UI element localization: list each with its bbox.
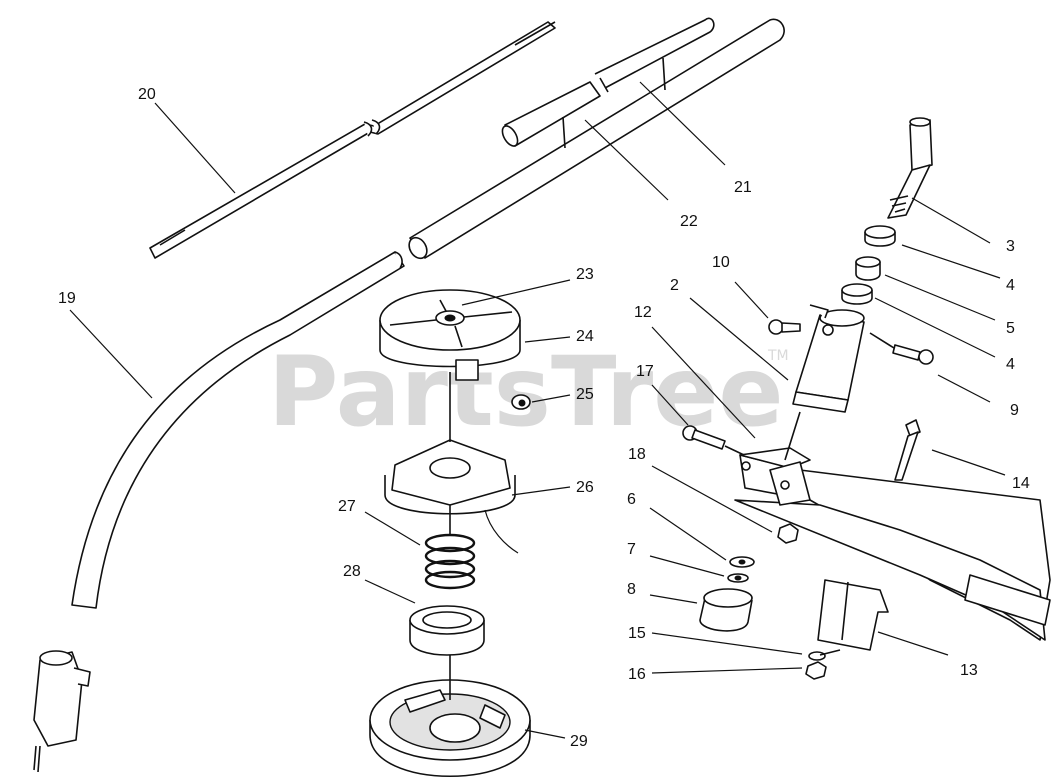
part-21-upper-tube[interactable] (406, 17, 785, 261)
part-17-screw[interactable] (682, 425, 745, 456)
callout-12: 12 (634, 304, 652, 321)
callout-15: 15 (628, 625, 646, 642)
watermark-text: PartsTree (268, 336, 783, 448)
part-22-tube-section[interactable] (499, 57, 666, 149)
part-23-spool-cover[interactable] (379, 289, 521, 381)
part-16-nut[interactable] (805, 661, 827, 680)
part-3-bolt[interactable] (887, 117, 933, 219)
part-8-sleeve[interactable] (699, 588, 753, 632)
callout-4-lower: 4 (1006, 356, 1015, 373)
callout-24: 24 (576, 328, 594, 345)
part-6-washer[interactable] (729, 556, 755, 568)
callout-23: 23 (576, 266, 594, 283)
callout-29: 29 (570, 733, 588, 750)
callout-25: 25 (576, 386, 594, 403)
callout-27: 27 (338, 498, 356, 515)
part-25-eyelet[interactable] (511, 394, 531, 410)
callout-26: 26 (576, 479, 594, 496)
callout-22: 22 (680, 213, 698, 230)
part-27-spring[interactable] (424, 533, 476, 590)
callout-19: 19 (58, 290, 76, 307)
part-4-washer-lower[interactable] (841, 283, 873, 305)
part-18-nut[interactable] (777, 523, 799, 544)
part-10-screw[interactable] (768, 319, 801, 335)
callout-4-upper: 4 (1006, 277, 1015, 294)
part-26-spool[interactable] (384, 439, 519, 554)
part-20-drive-shaft[interactable] (149, 21, 556, 259)
part-2-clamp[interactable] (792, 304, 865, 413)
callout-14: 14 (1012, 475, 1030, 492)
callout-2: 2 (670, 277, 679, 294)
bottom-coupling[interactable] (33, 650, 91, 773)
callout-20: 20 (138, 86, 156, 103)
part-29-housing[interactable] (369, 679, 531, 777)
callout-21: 21 (734, 179, 752, 196)
callout-16: 16 (628, 666, 646, 683)
part-7-washer[interactable] (727, 573, 749, 583)
part-15-washer[interactable] (808, 651, 826, 661)
watermark-trademark: TM (767, 348, 789, 364)
part-4-washer-upper[interactable] (864, 225, 896, 247)
callout-8: 8 (627, 581, 636, 598)
callout-7: 7 (627, 541, 636, 558)
callout-labels: 20 21 22 19 23 24 25 26 27 28 29 3 4 5 4… (58, 86, 1030, 750)
callout-13: 13 (960, 662, 978, 679)
callout-17: 17 (636, 363, 654, 380)
callout-5: 5 (1006, 320, 1015, 337)
callout-28: 28 (343, 563, 361, 580)
callout-3: 3 (1006, 238, 1015, 255)
callout-10: 10 (712, 254, 730, 271)
part-5-spacer[interactable] (855, 256, 881, 281)
axis-clamp (784, 411, 801, 461)
part-19-curved-tube[interactable] (71, 251, 405, 609)
callout-18: 18 (628, 446, 646, 463)
callout-9: 9 (1010, 402, 1019, 419)
watermark: PartsTree TM (268, 336, 789, 448)
callout-6: 6 (627, 491, 636, 508)
leader-lines (69, 81, 1006, 739)
part-9-screw[interactable] (869, 332, 934, 365)
axis-lower (819, 649, 841, 656)
deflector-shield[interactable] (734, 447, 1051, 641)
part-13-blade[interactable] (817, 579, 889, 651)
part-28-bushing[interactable] (409, 605, 485, 656)
